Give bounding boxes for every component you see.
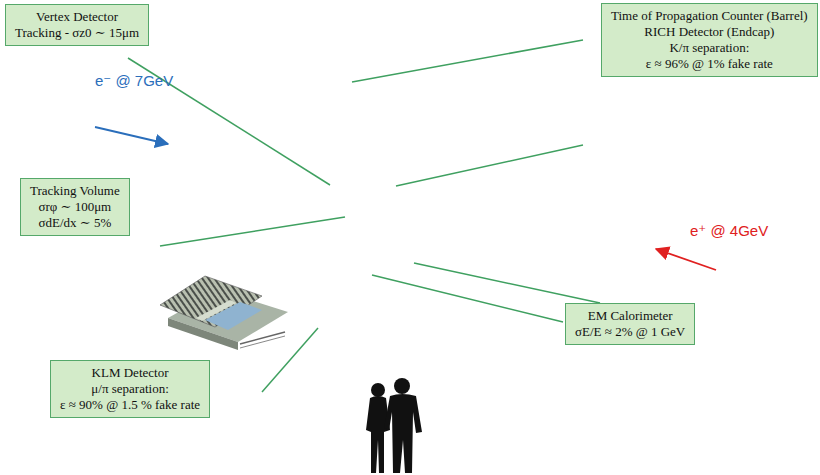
box-detail: ε ≈ 96% @ 1% fake rate [611,56,808,72]
box-detail: K/π separation: [611,40,808,56]
box-detail: σE/E ≈ 2% @ 1 GeV [575,324,685,340]
tracking-volume-box: Tracking Volumeσrφ ∼ 100μmσdE/dx ∼ 5% [20,178,130,236]
electron-beam-label: e⁻ @ 7GeV [95,72,173,90]
box-detail: RICH Detector (Endcap) [611,24,808,40]
box-heading: EM Calorimeter [575,308,685,324]
box-heading: Time of Propagation Counter (Barrel) [611,8,808,24]
box-detail: σrφ ∼ 100μm [30,199,120,215]
box-heading: Vertex Detector [15,9,139,25]
top-rich-box: Time of Propagation Counter (Barrel)RICH… [601,3,818,77]
positron-beam-label: e⁺ @ 4GeV [690,222,768,240]
box-heading: KLM Detector [60,365,200,381]
box-detail: Tracking - σz0 ∼ 15μm [15,25,139,41]
em-calorimeter-box: EM CalorimeterσE/E ≈ 2% @ 1 GeV [565,303,695,345]
box-detail: ε ≈ 90% @ 1.5 % fake rate [60,397,200,413]
klm-module [160,276,288,350]
box-detail: σdE/dx ∼ 5% [30,215,120,231]
vertex-detector-box: Vertex DetectorTracking - σz0 ∼ 15μm [5,4,149,46]
people-silhouette [366,378,422,473]
box-heading: Tracking Volume [30,183,120,199]
box-detail: μ/π separation: [60,381,200,397]
klm-detector-box: KLM Detectorμ/π separation:ε ≈ 90% @ 1.5… [50,360,210,418]
